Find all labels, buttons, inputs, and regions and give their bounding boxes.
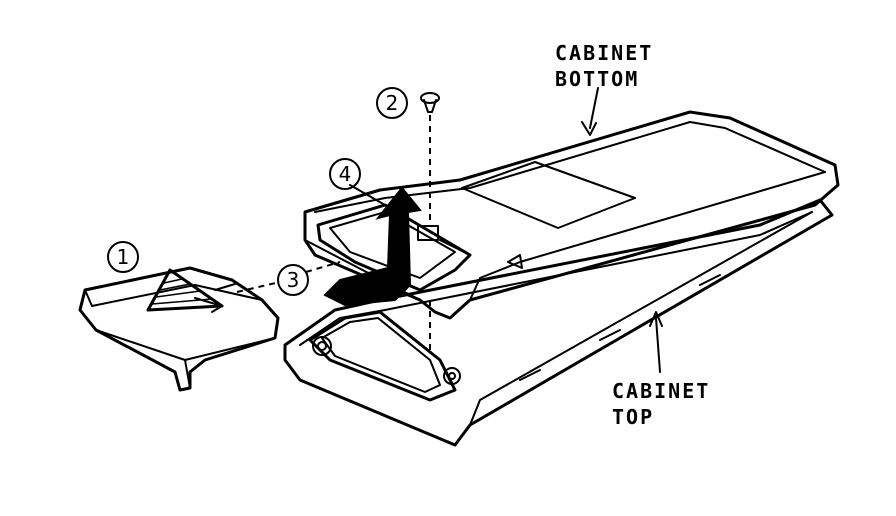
callout-3-number: 3 (287, 268, 300, 292)
lift-arrow-icon (323, 186, 422, 307)
callout-3: 3 (277, 264, 309, 296)
callout-4-number: 4 (339, 162, 352, 186)
cabinet-bottom-label-line2: BOTTOM (555, 67, 639, 91)
cabinet-bottom (303, 110, 840, 320)
cabinet-top (283, 198, 834, 447)
callout-2-number: 2 (386, 91, 399, 115)
cabinet-top-label-line1: CABINET (612, 379, 710, 403)
leader-lines (236, 87, 663, 373)
callout-1: 1 (107, 241, 139, 273)
battery-cover (78, 266, 280, 392)
screw-icon (420, 92, 440, 350)
cabinet-top-label-line2: TOP (612, 405, 654, 429)
callout-2: 2 (376, 87, 408, 119)
callout-1-number: 1 (117, 245, 130, 269)
cabinet-bottom-label-line1: CABINET (555, 41, 653, 65)
callout-4: 4 (329, 158, 361, 190)
